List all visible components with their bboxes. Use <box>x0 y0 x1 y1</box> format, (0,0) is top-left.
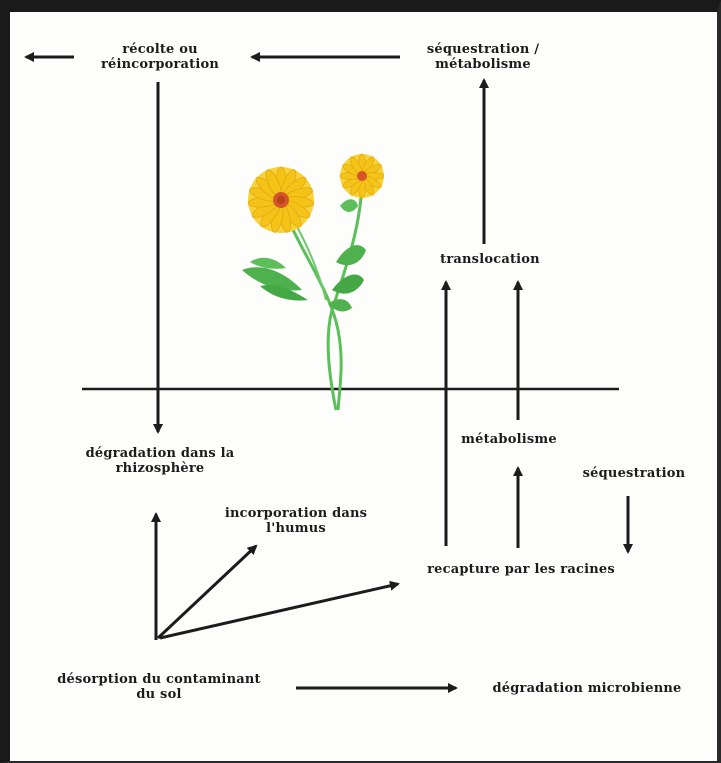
label-rhizosphere-degradation: dégradation dans la rhizosphère <box>85 446 235 476</box>
label-sequestration-metabolism: séquestration / métabolisme <box>426 42 540 72</box>
label-root-recapture: recapture par les racines <box>427 562 615 577</box>
label-sequestration: séquestration <box>582 466 686 481</box>
label-desorption: désorption du contaminant du sol <box>57 672 261 702</box>
flower-plant-illustration <box>242 153 385 411</box>
arrow-desorption-to-recapture <box>159 580 400 640</box>
label-microbial-degradation: dégradation microbienne <box>492 681 682 696</box>
label-metabolism: métabolisme <box>461 432 557 447</box>
label-translocation: translocation <box>440 252 540 267</box>
label-humus-incorporation: incorporation dans l'humus <box>224 506 368 536</box>
label-harvest: récolte ou réincorporation <box>100 42 220 72</box>
arrow-desorption-to-humus <box>156 544 258 640</box>
